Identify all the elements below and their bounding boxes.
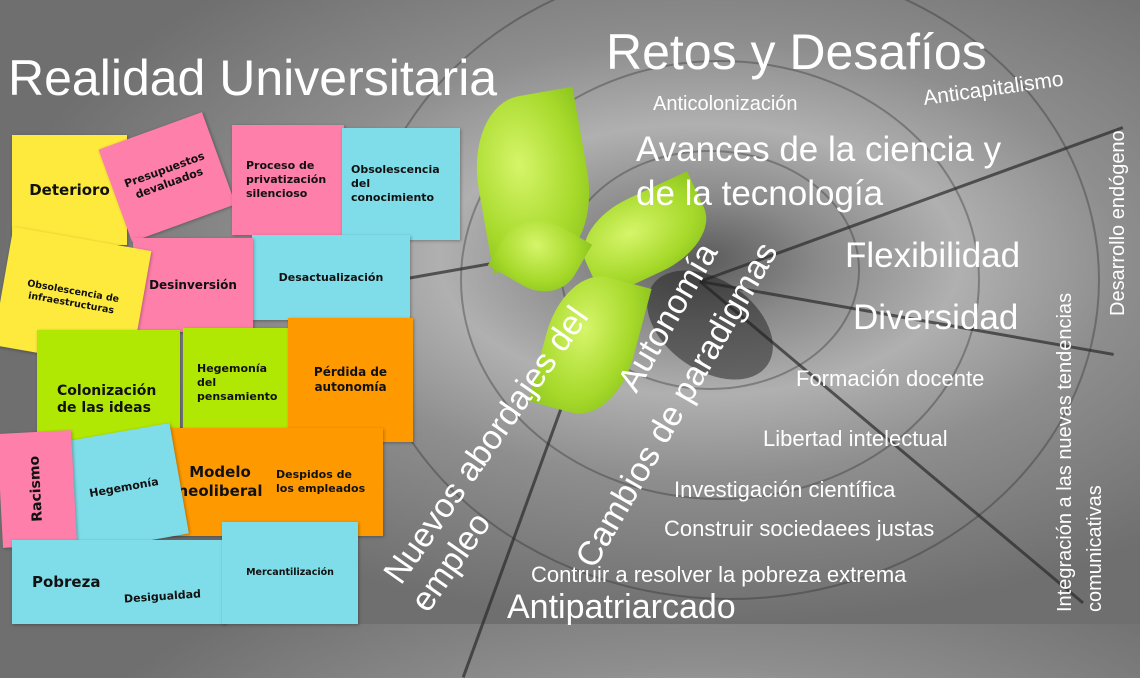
challenge-libertad: Libertad intelectual — [763, 426, 948, 451]
note-text: Mercantilización — [246, 567, 334, 579]
challenge-integracion-line1: Integración a las nuevas tendencias — [1054, 292, 1076, 612]
note-text-desigualdad: Desigualdad — [124, 587, 202, 606]
note-obsolescencia-conocimiento: Obsolescencia del conocimiento — [342, 128, 460, 240]
challenge-formacion: Formación docente — [796, 366, 985, 391]
note-text: Presupuestos devaluados — [122, 149, 207, 202]
challenge-anticolonizacion: Anticolonización — [653, 93, 798, 115]
note-text: Hegemonía del pensamiento — [197, 362, 278, 403]
note-pobreza: Pobreza Desigualdad — [12, 540, 225, 624]
note-text: Modelo neoliberal — [177, 463, 263, 500]
left-title: Realidad Universitaria — [8, 50, 498, 106]
note-text: Deterioro — [29, 180, 110, 199]
note-hegemonia: Hegemonía — [59, 423, 189, 553]
note-perdida: Pérdida de autonomía — [288, 318, 413, 442]
note-text: Pobreza — [32, 572, 101, 591]
note-text: Desactualización — [278, 270, 384, 284]
challenge-flexibilidad: Flexibilidad — [845, 236, 1021, 275]
note-desinversion: Desinversión — [133, 238, 253, 332]
challenge-diversidad: Diversidad — [853, 298, 1019, 337]
note-mercantilizacion: Mercantilización — [222, 522, 358, 624]
challenge-desarrollo: Desarrollo endógeno — [1107, 130, 1129, 316]
note-modelo: Modelo neoliberal Despidos de los emplea… — [168, 428, 383, 536]
note-text: Obsolescencia del conocimiento — [351, 163, 440, 204]
note-proceso: Proceso de privatización silencioso — [232, 125, 344, 235]
challenge-investigacion: Investigación científica — [674, 477, 896, 502]
challenge-avances-line1: Avances de la ciencia y — [636, 130, 1002, 169]
note-text: Desinversión — [149, 277, 237, 292]
note-text: Colonización de las ideas — [57, 382, 157, 417]
note-text-despidos: Despidos de los empleados — [276, 468, 366, 495]
challenge-integracion-line2: comunicativas — [1084, 485, 1106, 612]
note-hegemonia-pensamiento: Hegemonía del pensamiento — [183, 328, 289, 438]
note-text: Obsolescencia de infraestructuras — [26, 278, 120, 317]
challenge-avances-line2: de la tecnología — [636, 174, 884, 213]
note-text: Hegemonía — [88, 475, 160, 501]
note-text: Pérdida de autonomía — [313, 365, 388, 394]
note-racismo: Racismo — [0, 430, 77, 548]
challenge-contruir: Contruir a resolver la pobreza extrema — [531, 562, 907, 587]
note-desactualizacion: Desactualización — [252, 235, 410, 320]
note-text: Proceso de privatización silencioso — [246, 159, 327, 200]
challenge-antipatriarcado: Antipatriarcado — [507, 588, 736, 626]
right-title: Retos y Desafíos — [606, 24, 987, 80]
note-text: Racismo — [26, 455, 46, 523]
challenge-construir: Construir sociedaees justas — [664, 516, 935, 541]
